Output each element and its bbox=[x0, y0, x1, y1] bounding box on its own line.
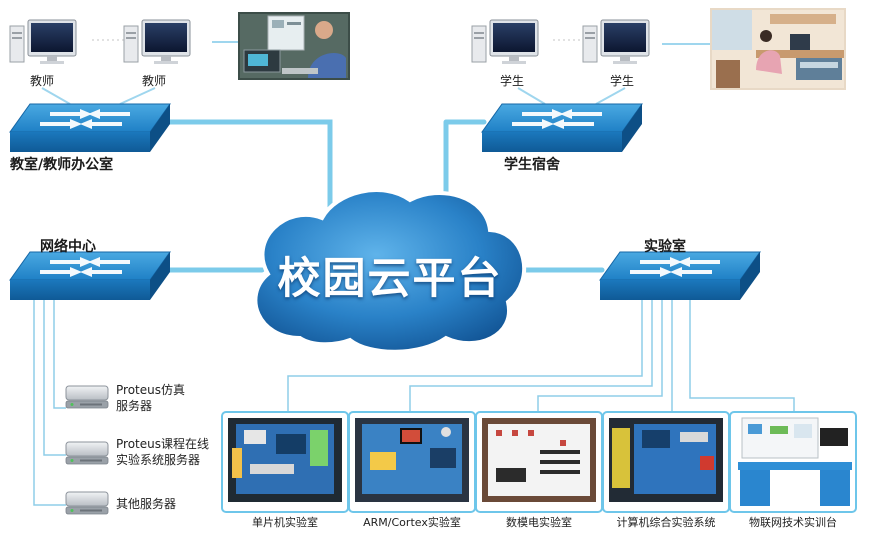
switch-network-center bbox=[9, 251, 171, 301]
proteus-simulation-server-icon bbox=[65, 385, 109, 409]
lab-links bbox=[287, 298, 795, 412]
server-label-line2: 服务器 bbox=[116, 399, 153, 413]
server-label: Proteus课程在线 实验系统服务器 bbox=[116, 436, 209, 468]
student-computer-icon bbox=[471, 19, 539, 65]
proteus-online-lab-server-icon bbox=[65, 441, 109, 465]
lab-board-mcu bbox=[221, 411, 349, 513]
other-server-icon bbox=[65, 491, 109, 515]
pc-uplinks bbox=[41, 41, 710, 105]
campus-cloud bbox=[253, 188, 527, 354]
student-computer-icon bbox=[582, 19, 650, 65]
lab-label-computer-system: 计算机综合实验系统 bbox=[616, 516, 716, 529]
teacher-computer-icon bbox=[123, 19, 191, 65]
server-links bbox=[33, 298, 66, 506]
teacher-computer-icon bbox=[9, 19, 77, 65]
server-label: Proteus仿真 服务器 bbox=[116, 382, 185, 414]
switch-classroom bbox=[9, 103, 171, 153]
network-center-label: 网络中心 bbox=[40, 239, 96, 255]
lab-label-analog-digital: 数模电实验室 bbox=[506, 516, 572, 529]
lab-board-iot bbox=[729, 411, 857, 513]
student-dormitory-photo bbox=[710, 8, 846, 90]
lab-board-analog-digital bbox=[475, 411, 603, 513]
teacher-label: 教师 bbox=[30, 74, 55, 88]
student-label: 学生 bbox=[500, 74, 525, 88]
lab-board-arm bbox=[348, 411, 476, 513]
laboratory-label: 实验室 bbox=[644, 239, 686, 255]
switch-dormitory bbox=[481, 103, 643, 153]
classroom-label: 教室/教师办公室 bbox=[10, 157, 114, 173]
student-label: 学生 bbox=[610, 74, 635, 88]
teacher-workstation-photo bbox=[238, 12, 350, 80]
lab-board-computer-system bbox=[602, 411, 730, 513]
switch-laboratory bbox=[599, 251, 761, 301]
lab-label-mcu: 单片机实验室 bbox=[252, 516, 318, 529]
teacher-label: 教师 bbox=[142, 74, 167, 88]
server-label-line2: 实验系统服务器 bbox=[116, 453, 201, 467]
server-label-line1: 其他服务器 bbox=[116, 497, 177, 511]
server-label-line1: Proteus仿真 bbox=[116, 383, 185, 397]
lab-label-arm: ARM/Cortex实验室 bbox=[363, 516, 461, 529]
server-label: 其他服务器 bbox=[116, 496, 176, 512]
network-links bbox=[163, 119, 605, 273]
cloud-label: 校园云平台 bbox=[277, 254, 503, 304]
lab-label-iot: 物联网技术实训台 bbox=[749, 516, 837, 529]
dormitory-label: 学生宿舍 bbox=[504, 157, 560, 173]
server-label-line1: Proteus课程在线 bbox=[116, 437, 209, 451]
